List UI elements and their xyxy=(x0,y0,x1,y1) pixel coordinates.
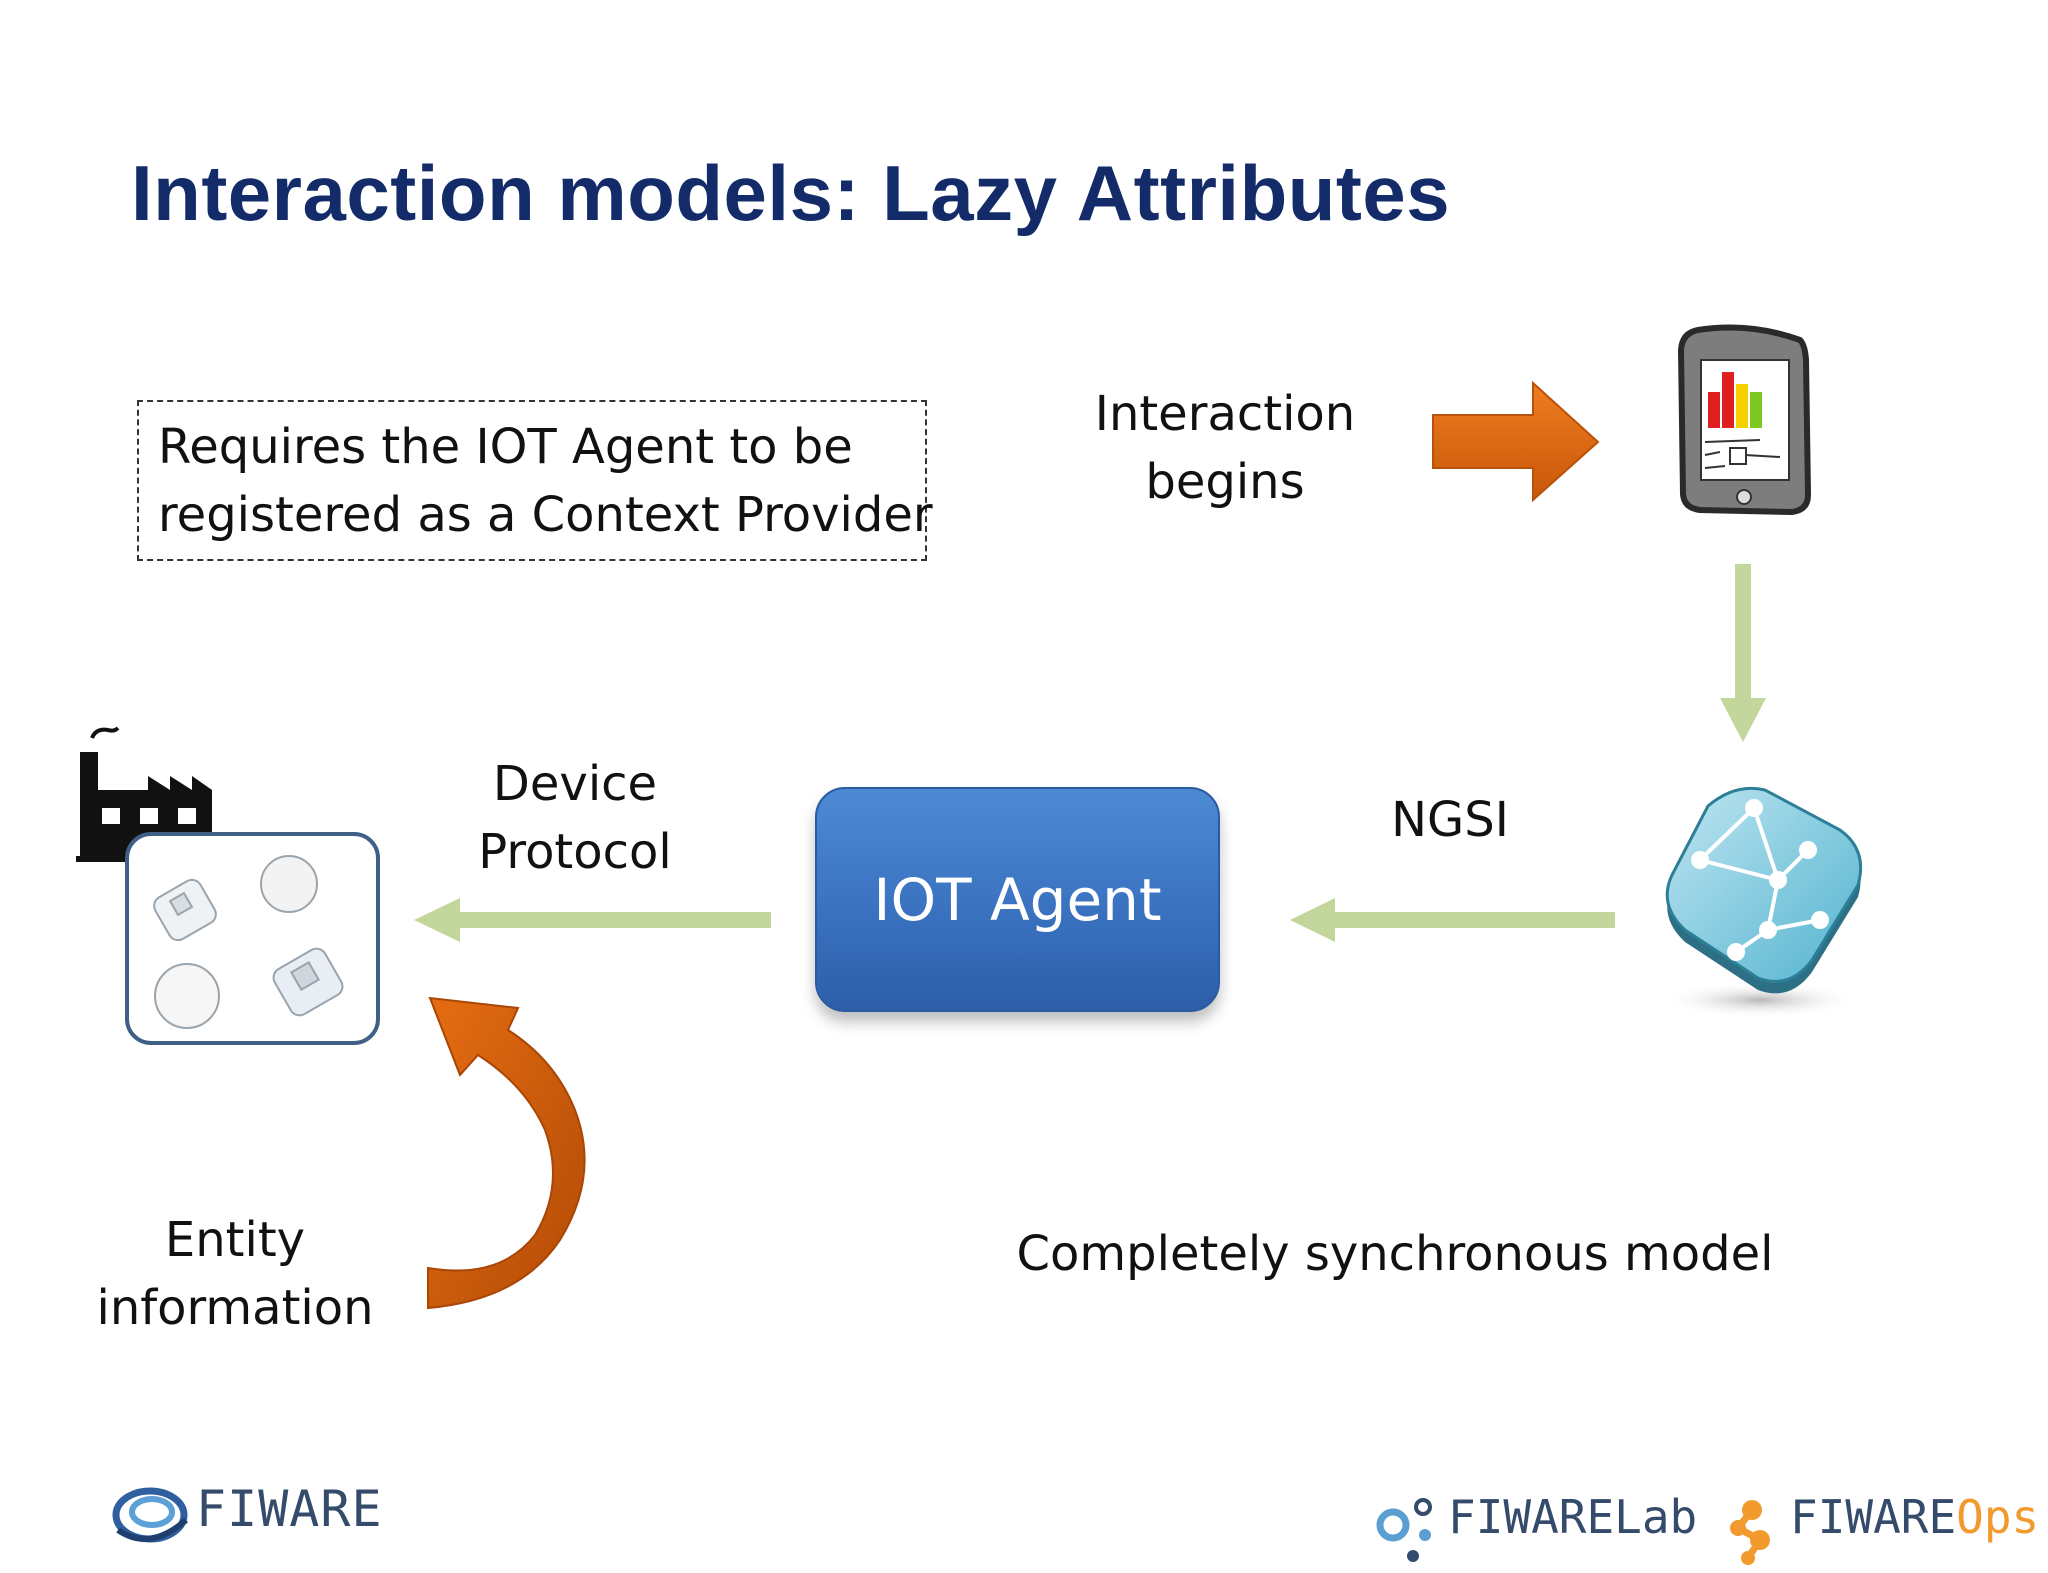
fiware-ops-icon xyxy=(1730,1500,1770,1565)
entity-information-line-2: information xyxy=(96,1280,374,1336)
smartphone-chart-icon xyxy=(1677,324,1812,516)
interaction-begins-line-2: begins xyxy=(1145,454,1305,510)
phone-to-broker-arrow xyxy=(1720,564,1766,742)
fiware-ops-logo: FIWAREOps xyxy=(1790,1490,2039,1544)
fiware-lab-icon xyxy=(1376,1498,1432,1562)
fiware-logo-text: FIWARE xyxy=(196,1480,383,1538)
fiware-lab-suffix: Lab xyxy=(1614,1490,1698,1544)
interaction-begins-label: Interaction begins xyxy=(1060,380,1390,516)
ngsi-arrow xyxy=(1290,898,1615,942)
iot-agent-label: IOT Agent xyxy=(873,866,1162,934)
interaction-arrow xyxy=(1432,380,1600,503)
fiware-ops-suffix: Ops xyxy=(1956,1490,2040,1544)
entity-information-label: Entity information xyxy=(70,1206,400,1342)
fiware-ops-main: FIWARE xyxy=(1790,1490,1957,1544)
devices-box xyxy=(125,832,380,1045)
context-provider-note: Requires the IOT Agent to be registered … xyxy=(158,413,933,549)
device-protocol-arrow xyxy=(414,898,771,942)
fiware-lab-main: FIWARE xyxy=(1448,1490,1615,1544)
context-broker-icon xyxy=(1660,786,1863,1018)
ngsi-label: NGSI xyxy=(1391,792,1509,848)
fiware-logo-icon xyxy=(112,1487,188,1543)
device-protocol-line-1: Device xyxy=(492,756,658,812)
smart-plugs-icon xyxy=(153,855,344,1029)
entity-information-line-1: Entity xyxy=(164,1212,306,1268)
synchronous-model-label: Completely synchronous model xyxy=(1016,1226,1774,1282)
note-line-1: Requires the IOT Agent to be xyxy=(158,419,853,475)
device-protocol-label: Device Protocol xyxy=(440,750,710,886)
iot-agent-box xyxy=(815,787,1220,1012)
context-provider-note-box xyxy=(137,400,927,561)
entity-information-curved-arrow xyxy=(427,996,586,1310)
device-protocol-line-2: Protocol xyxy=(478,824,672,880)
slide-title: Interaction models: Lazy Attributes xyxy=(131,149,1451,237)
fiware-lab-logo: FIWARELab xyxy=(1448,1490,1697,1544)
interaction-begins-line-1: Interaction xyxy=(1094,386,1356,442)
note-line-2: registered as a Context Provider xyxy=(158,487,933,543)
